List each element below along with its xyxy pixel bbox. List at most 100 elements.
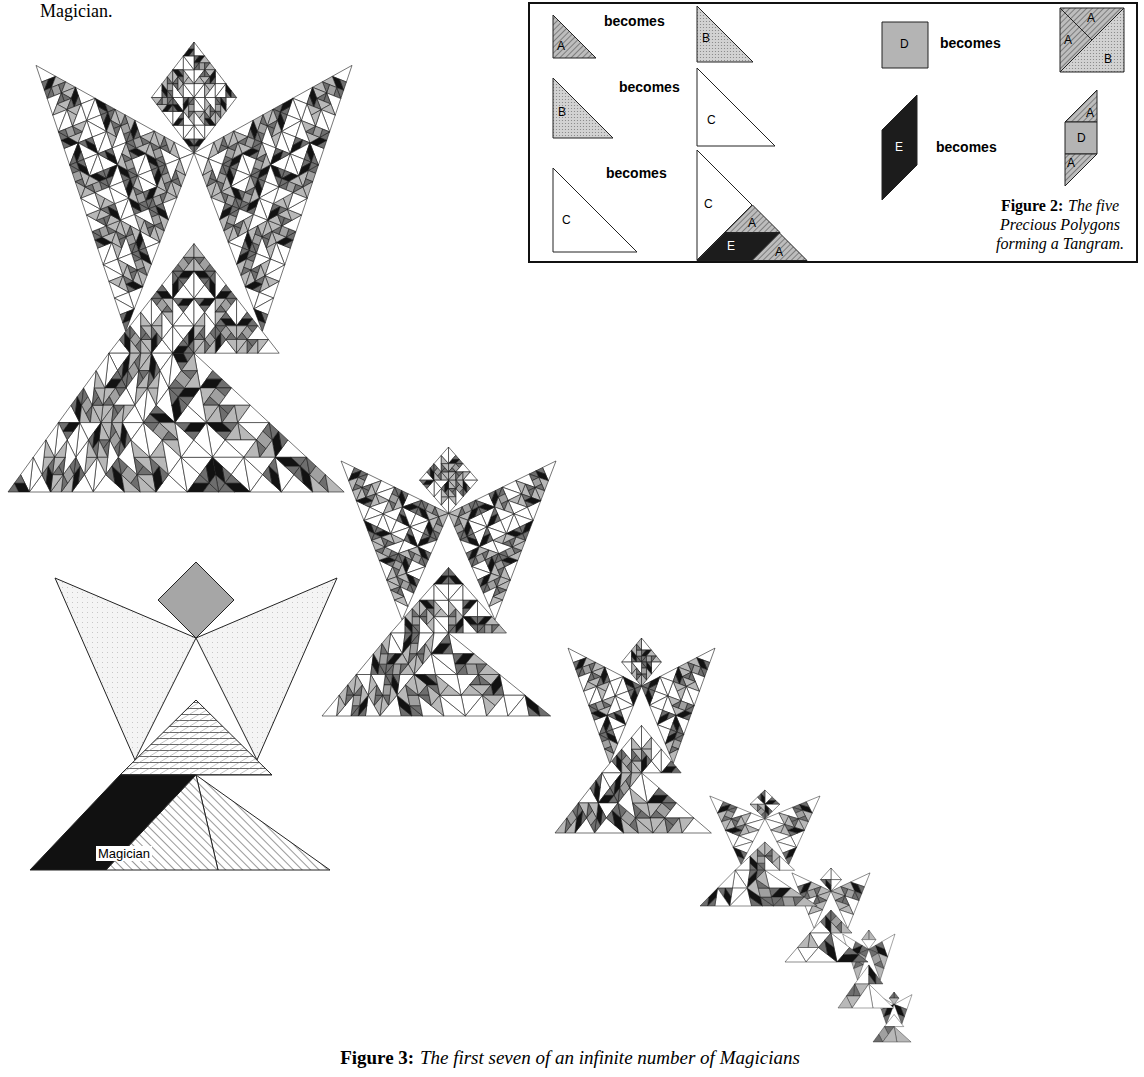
fractal-piece: [440, 633, 451, 643]
fractal-piece: [836, 922, 841, 933]
fractal-piece: [757, 863, 764, 870]
fractal-piece: [632, 749, 642, 761]
fractal-piece: [412, 625, 419, 633]
fractal-piece: [237, 340, 248, 354]
fractal-piece: [449, 576, 463, 584]
fractal-piece: [825, 933, 834, 947]
fractal-piece: [178, 84, 183, 98]
fractal-piece: [215, 111, 220, 125]
fractal-piece: [637, 668, 642, 674]
fractal-piece: [665, 803, 694, 818]
fractal-piece: [438, 472, 442, 480]
fractal-piece: [477, 600, 491, 616]
fractal-piece: [245, 176, 255, 193]
fractal-piece: [206, 371, 222, 380]
fractal-piece: [205, 118, 216, 125]
fractal-piece: [467, 484, 471, 492]
fractal-piece: [162, 431, 178, 440]
fractal-piece: [666, 761, 676, 767]
fractal-piece: [150, 405, 166, 414]
fractal-piece: [226, 84, 231, 98]
fractal-piece: [216, 379, 232, 388]
fractal-piece: [750, 849, 757, 863]
fractal-piece: [194, 42, 205, 56]
fractal-piece: [470, 675, 481, 685]
fractal-piece: [189, 98, 194, 105]
fractal-piece: [785, 948, 806, 963]
fractal-piece: [434, 455, 441, 472]
fractal-piece: [205, 111, 210, 118]
fractal-piece: [427, 617, 434, 633]
fractal-piece: [412, 625, 419, 633]
fractal-piece: [247, 326, 268, 340]
fractal-piece: [162, 305, 173, 312]
fractal-piece: [141, 340, 152, 354]
fractal-piece: [119, 333, 124, 347]
fractal-piece: [596, 773, 602, 788]
fractal-piece: [183, 70, 194, 84]
fractal-piece: [103, 397, 114, 406]
fractal-piece: [427, 468, 431, 476]
fractal-piece: [477, 625, 484, 633]
fractal-piece: [642, 737, 652, 749]
fractal-piece: [183, 84, 194, 98]
fractal-piece: [826, 910, 831, 921]
fractal-piece: [757, 863, 764, 870]
fractal-piece: [633, 803, 650, 818]
fractal-piece: [485, 617, 499, 625]
fractal-piece: [758, 888, 771, 897]
fractal-piece: [194, 77, 205, 84]
fractal-piece: [760, 897, 773, 906]
fractal-piece: [183, 111, 194, 125]
fractal-piece: [434, 584, 448, 600]
fractal-piece: [199, 305, 210, 312]
fractal-piece: [194, 340, 205, 354]
fractal-piece: [237, 333, 248, 340]
fractal-piece: [862, 930, 869, 940]
fractal-piece: [225, 423, 241, 440]
fractal-piece: [226, 292, 237, 299]
fractal-piece: [183, 56, 194, 70]
fractal-piece: [162, 312, 173, 326]
fractal-piece: [757, 842, 764, 856]
fractal-piece: [449, 568, 456, 576]
fractal-piece: [151, 98, 162, 105]
fractal-piece: [183, 333, 188, 347]
fractal-piece: [477, 625, 484, 633]
fractal-piece: [651, 749, 661, 773]
fractal-piece: [855, 965, 869, 984]
fractal-piece: [441, 568, 448, 576]
fractal-piece: [205, 278, 210, 292]
fractal-piece: [431, 654, 457, 675]
fractal-piece: [718, 870, 736, 888]
fractal-piece: [194, 111, 205, 125]
fractal-piece: [189, 98, 194, 105]
fractal-piece: [449, 584, 463, 600]
fractal-piece: [760, 897, 773, 906]
fractal-piece: [449, 625, 456, 633]
fractal-piece: [135, 340, 140, 354]
fractal-piece: [642, 656, 647, 662]
fractal-piece: [431, 643, 450, 653]
fractal-piece: [420, 600, 434, 608]
fractal-magician: [322, 447, 556, 716]
fractal-piece: [637, 638, 642, 650]
fractal-piece: [470, 625, 477, 633]
fractal-piece: [412, 600, 419, 616]
fractal-piece: [194, 84, 205, 98]
fractal-piece: [194, 326, 205, 340]
fractal-piece: [94, 388, 105, 405]
fractal-piece: [405, 608, 412, 624]
fractal-piece: [151, 312, 162, 326]
fractal-piece: [636, 818, 653, 833]
fractal-piece: [485, 625, 492, 633]
fractal-piece: [215, 319, 226, 326]
fractal-piece: [434, 617, 448, 633]
fractal-piece: [434, 617, 448, 633]
fractal-piece: [612, 755, 617, 767]
fractal-piece: [181, 371, 197, 380]
fractal-piece: [622, 650, 632, 662]
fractal-piece: [434, 584, 448, 600]
fractal-piece: [111, 371, 122, 380]
fractal-piece: [219, 483, 235, 492]
